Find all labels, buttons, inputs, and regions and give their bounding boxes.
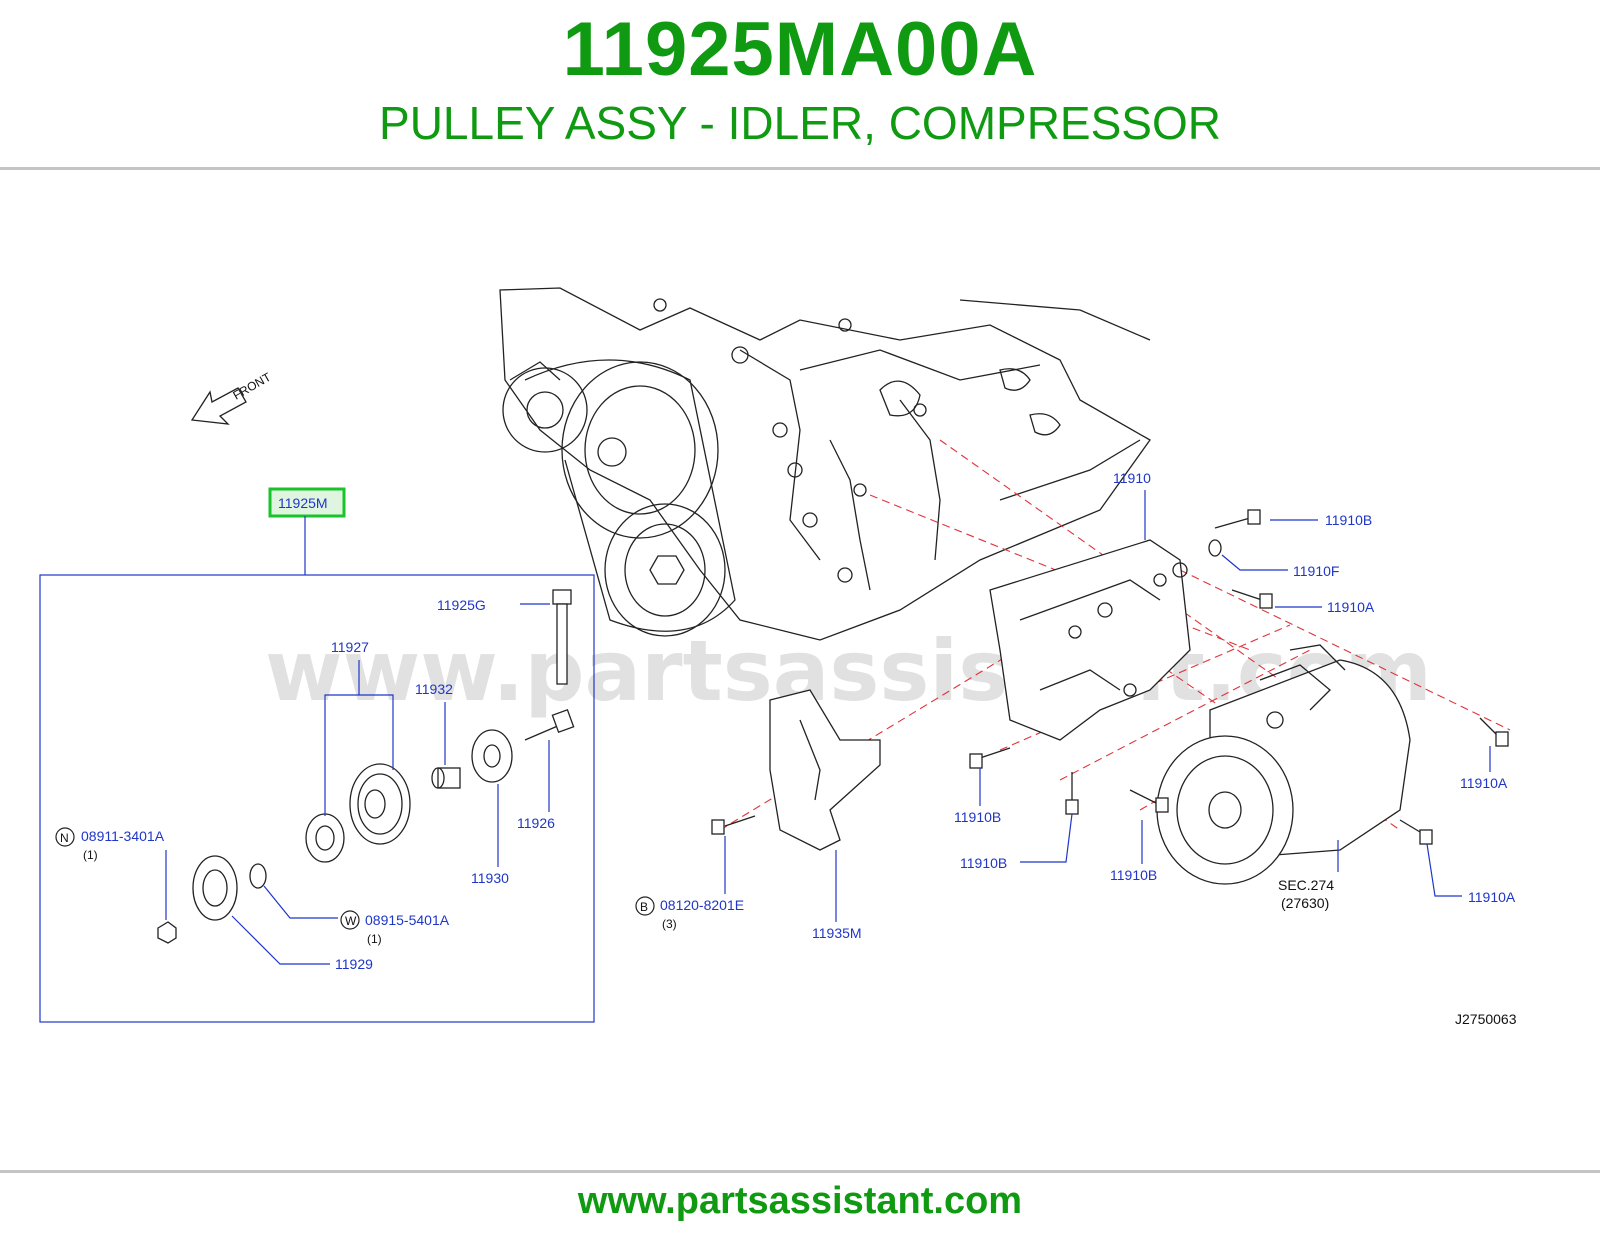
label-11925m-highlighted: 11925M [278,495,328,511]
label-sec-274-sub: (27630) [1281,895,1329,911]
footer-site-link[interactable]: www.partsassistant.com [577,1180,1023,1222]
label-08915-5401a-qty: (1) [367,932,382,946]
bolts-illustration [711,509,1509,845]
svg-text:W: W [345,914,357,928]
label-11910a-upper: 11910A [1327,599,1375,615]
label-11910b-center: 11910B [960,855,1007,871]
label-11935m: 11935M [812,925,862,941]
label-sec-274: SEC.274 [1278,877,1334,893]
label-11926: 11926 [517,815,555,831]
highlighted-part-box[interactable] [268,487,346,518]
label-08120-8201e-qty: (3) [662,917,677,931]
pulley-assembly-illustration [157,589,575,944]
label-11925g: 11925G [437,597,486,613]
svg-text:N: N [60,831,69,845]
engine-block-illustration [499,287,1151,641]
bracket-11935m-illustration [769,689,881,851]
callout-n: N [55,827,75,847]
label-11910b-top: 11910B [1325,512,1372,528]
label-08911-3401a: 08911-3401A [81,828,165,844]
bottom-divider [0,1170,1600,1173]
label-11927: 11927 [331,639,369,655]
label-11910b-left: 11910B [954,809,1001,825]
bracket-11910-illustration [989,539,1191,741]
label-11910: 11910 [1113,470,1151,486]
assembly-frame [39,574,595,1023]
drawing-id: J2750063 [1455,1011,1517,1027]
label-11910f: 11910F [1293,563,1339,579]
callout-b: B [635,896,655,916]
compressor-illustration [1156,644,1411,885]
label-11910a-lower: 11910A [1468,889,1516,905]
label-08915-5401a: 08915-5401A [365,912,450,928]
part-description: PULLEY ASSY - IDLER, COMPRESSOR [379,97,1221,149]
label-11910a-right: 11910A [1460,775,1508,791]
svg-text:B: B [640,900,648,914]
header: 11925MA00A PULLEY ASSY - IDLER, COMPRESS… [0,0,1600,170]
label-11930: 11930 [471,870,509,886]
front-arrow-icon [190,387,247,425]
top-divider [0,167,1600,170]
label-11929: 11929 [335,956,373,972]
part-number-title: 11925MA00A [562,7,1038,92]
front-label: FRONT [231,369,274,402]
label-08120-8201e: 08120-8201E [660,897,744,913]
parts-diagram: www.partsassistant.com FRONT [0,270,1600,1060]
label-11910b-lower: 11910B [1110,867,1157,883]
label-11932: 11932 [415,681,453,697]
callout-w: W [340,910,360,930]
label-08911-3401a-qty: (1) [83,848,98,862]
